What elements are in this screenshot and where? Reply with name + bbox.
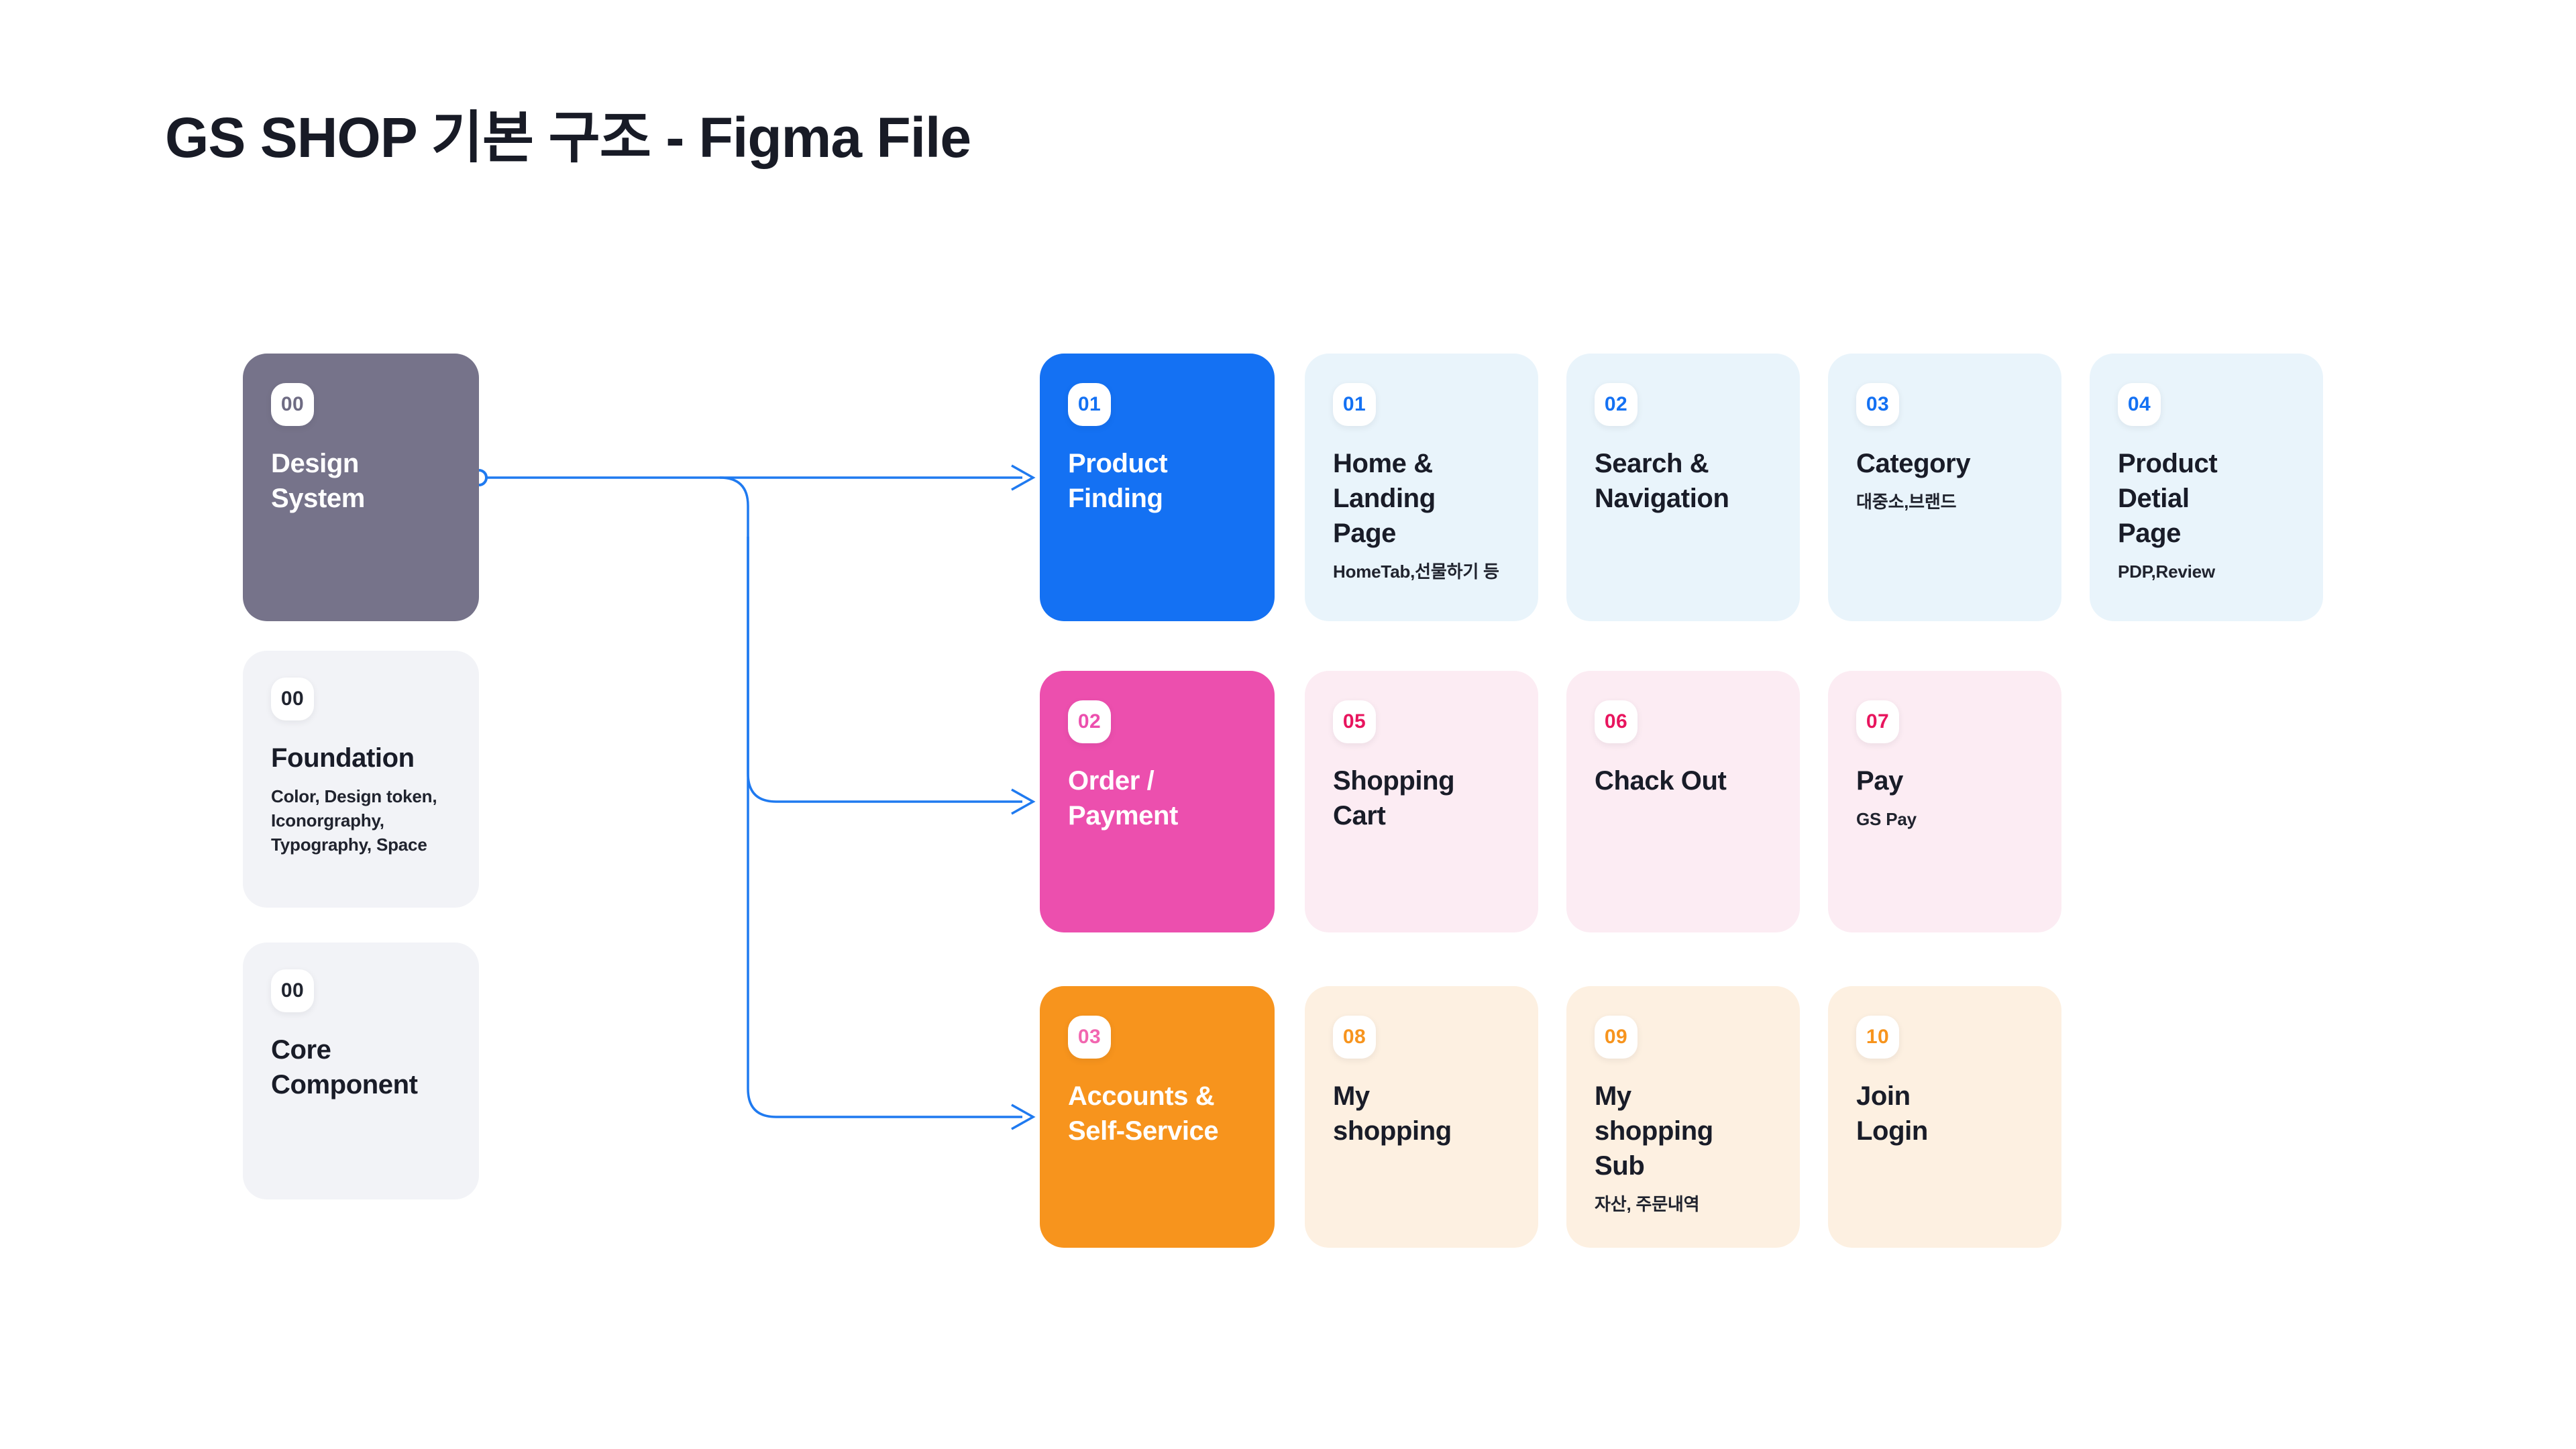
- node-pay[interactable]: 07 Pay GS Pay: [1828, 671, 2061, 932]
- arrowhead-order-payment: [1011, 788, 1036, 815]
- badge-number: 08: [1342, 1026, 1366, 1048]
- badge: 04: [2118, 383, 2161, 426]
- badge: 01: [1068, 383, 1111, 426]
- card-title: Design System: [271, 449, 365, 513]
- card-title: Product Detial Page: [2118, 449, 2218, 548]
- node-accounts-self-service[interactable]: 03 Accounts & Self-Service: [1040, 986, 1275, 1248]
- node-order-payment[interactable]: 02 Order / Payment: [1040, 671, 1275, 932]
- badge: 00: [271, 969, 314, 1012]
- node-join-login[interactable]: 10 Join Login: [1828, 986, 2061, 1248]
- badge: 06: [1595, 700, 1638, 743]
- node-product-finding[interactable]: 01 Product Finding: [1040, 354, 1275, 621]
- badge-number: 10: [1866, 1026, 1890, 1048]
- card-title: My shopping Sub: [1595, 1081, 1713, 1181]
- badge: 02: [1068, 700, 1111, 743]
- connector-branch-to-order-payment: [719, 476, 1022, 803]
- badge-number: 02: [1077, 710, 1102, 733]
- badge-number: 00: [280, 688, 305, 710]
- card-title: My shopping: [1333, 1081, 1452, 1146]
- page-title: GS SHOP 기본 구조 - Figma File: [165, 106, 971, 169]
- node-my-shopping[interactable]: 08 My shopping: [1305, 986, 1538, 1248]
- node-core-component[interactable]: 00 Core Component: [243, 943, 479, 1199]
- card-title: Search & Navigation: [1595, 449, 1729, 513]
- badge: 10: [1856, 1016, 1899, 1059]
- badge-number: 00: [280, 979, 305, 1002]
- node-category[interactable]: 03 Category 대중소,브랜드: [1828, 354, 2061, 621]
- badge-number: 02: [1604, 393, 1628, 415]
- card-title: Chack Out: [1595, 766, 1727, 796]
- node-chack-out[interactable]: 06 Chack Out: [1566, 671, 1800, 932]
- badge: 07: [1856, 700, 1899, 743]
- badge: 09: [1595, 1016, 1638, 1059]
- card-title: Foundation: [271, 743, 415, 773]
- card-title: Pay: [1856, 766, 1903, 796]
- card-subtitle: 자산, 주문내역: [1595, 1194, 1700, 1214]
- node-shopping-cart[interactable]: 05 Shopping Cart: [1305, 671, 1538, 932]
- card-title: Join Login: [1856, 1081, 1928, 1146]
- badge: 03: [1068, 1016, 1111, 1059]
- node-search-navigation[interactable]: 02 Search & Navigation: [1566, 354, 1800, 621]
- node-design-system[interactable]: 00 Design System: [243, 354, 479, 621]
- badge: 08: [1333, 1016, 1376, 1059]
- badge: 02: [1595, 383, 1638, 426]
- card-title: Category: [1856, 449, 1971, 478]
- badge-number: 01: [1342, 393, 1366, 415]
- badge: 00: [271, 383, 314, 426]
- badge-number: 01: [1077, 393, 1102, 415]
- node-product-detail-page[interactable]: 04 Product Detial Page PDP,Review: [2090, 354, 2323, 621]
- connector-branch-to-accounts: [747, 537, 1022, 1118]
- card-subtitle: GS Pay: [1856, 809, 1917, 829]
- card-title: Accounts & Self-Service: [1068, 1081, 1219, 1146]
- node-my-shopping-sub[interactable]: 09 My shopping Sub 자산, 주문내역: [1566, 986, 1800, 1248]
- card-subtitle: PDP,Review: [2118, 561, 2215, 582]
- badge-number: 00: [280, 393, 305, 415]
- badge: 01: [1333, 383, 1376, 426]
- badge: 03: [1856, 383, 1899, 426]
- badge-number: 03: [1866, 393, 1890, 415]
- node-foundation[interactable]: 00 Foundation Color, Design token, Icono…: [243, 651, 479, 908]
- card-subtitle: HomeTab,선물하기 등: [1333, 561, 1499, 582]
- card-subtitle: 대중소,브랜드: [1856, 492, 1957, 512]
- node-home-landing-page[interactable]: 01 Home & Landing Page HomeTab,선물하기 등: [1305, 354, 1538, 621]
- card-title: Product Finding: [1068, 449, 1168, 513]
- arrowhead-accounts: [1011, 1104, 1036, 1130]
- card-title: Core Component: [271, 1035, 418, 1099]
- arrowhead-product-finding: [1011, 464, 1036, 491]
- badge: 05: [1333, 700, 1376, 743]
- badge-number: 06: [1604, 710, 1628, 733]
- badge-number: 09: [1604, 1026, 1628, 1048]
- badge-number: 03: [1077, 1026, 1102, 1048]
- card-title: Home & Landing Page: [1333, 449, 1436, 548]
- badge-number: 04: [2127, 393, 2151, 415]
- badge-number: 07: [1866, 710, 1890, 733]
- badge: 00: [271, 678, 314, 720]
- card-title: Shopping Cart: [1333, 766, 1455, 830]
- card-subtitle: Color, Design token, Iconorgraphy, Typog…: [271, 786, 437, 855]
- card-title: Order / Payment: [1068, 766, 1178, 830]
- badge-number: 05: [1342, 710, 1366, 733]
